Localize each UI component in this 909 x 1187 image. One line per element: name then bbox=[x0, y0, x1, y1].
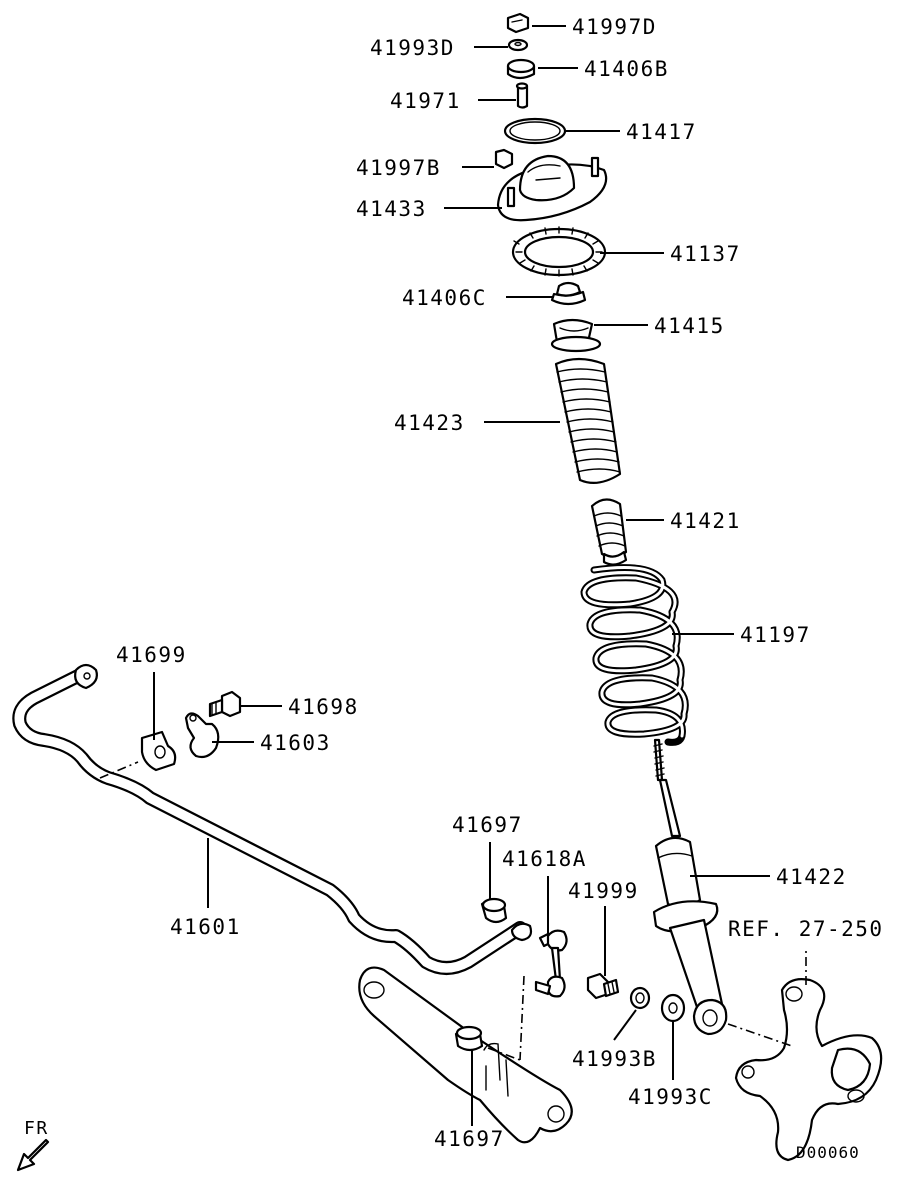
part-label-41423: 41423 bbox=[394, 411, 465, 435]
reference-label: REF. 27-250 bbox=[728, 917, 884, 941]
part-label-41406C: 41406C bbox=[402, 286, 487, 310]
part-label-41698: 41698 bbox=[288, 695, 359, 719]
diagram-code: D00060 bbox=[796, 1143, 860, 1162]
ref-leader bbox=[727, 1023, 793, 1047]
top-bushing-drawing bbox=[506, 58, 536, 80]
stab-leader bbox=[99, 761, 139, 779]
part-label-41406B: 41406B bbox=[584, 57, 669, 81]
part-label-41699: 41699 bbox=[116, 643, 187, 667]
lower-arm-drawing bbox=[358, 966, 573, 1144]
part-label-41993C: 41993C bbox=[628, 1085, 713, 1109]
stab-bar-drawing bbox=[12, 663, 533, 975]
bolt-bracket-drawing bbox=[208, 690, 242, 718]
part-label-41618A: 41618A bbox=[502, 847, 587, 871]
dust-cover-cap-drawing bbox=[550, 318, 602, 353]
link-bushing-upper-drawing bbox=[480, 897, 508, 924]
part-label-41433: 41433 bbox=[356, 197, 427, 221]
part-label-41999: 41999 bbox=[568, 879, 639, 903]
top-washer-drawing bbox=[507, 38, 529, 52]
washer-c-drawing bbox=[660, 993, 686, 1023]
front-arrow-icon bbox=[16, 1138, 50, 1172]
shock-absorber-drawing bbox=[652, 738, 728, 1036]
top-nut-drawing bbox=[506, 12, 530, 34]
stab-bushing-drawing bbox=[140, 730, 177, 772]
part-label-41417: 41417 bbox=[626, 120, 697, 144]
part-label-41697-upper: 41697 bbox=[452, 813, 523, 837]
lower-bushing-drawing bbox=[550, 281, 587, 306]
part-label-41197: 41197 bbox=[740, 623, 811, 647]
link-leader bbox=[519, 975, 525, 1061]
front-indicator-label: FR bbox=[24, 1118, 49, 1139]
part-label-41997D: 41997D bbox=[572, 15, 657, 39]
part-label-41971: 41971 bbox=[390, 89, 461, 113]
strut-mount-drawing bbox=[494, 148, 608, 222]
front-indicator: FR bbox=[16, 1118, 50, 1172]
leader-lines bbox=[153, 25, 770, 1126]
washer-b-drawing bbox=[629, 986, 651, 1010]
part-label-41601: 41601 bbox=[170, 915, 241, 939]
stab-link-drawing bbox=[534, 929, 568, 998]
collar-drawing bbox=[515, 82, 529, 109]
link-leader-h bbox=[487, 1047, 521, 1061]
coil-spring-drawing bbox=[580, 564, 689, 746]
knuckle-drawing bbox=[734, 978, 883, 1162]
part-label-41422: 41422 bbox=[776, 865, 847, 889]
part-label-41993B: 41993B bbox=[572, 1047, 657, 1071]
part-label-41697-lower: 41697 bbox=[434, 1127, 505, 1151]
lower-bolt-drawing bbox=[586, 972, 620, 1000]
link-bushing-lower-drawing bbox=[454, 1025, 484, 1052]
spring-seat-drawing bbox=[511, 226, 607, 277]
part-label-41993D: 41993D bbox=[370, 36, 455, 60]
bracket-drawing bbox=[184, 712, 220, 759]
part-label-41415: 41415 bbox=[654, 314, 725, 338]
part-label-41421: 41421 bbox=[670, 509, 741, 533]
bump-stopper-drawing bbox=[590, 498, 628, 566]
part-label-41997B: 41997B bbox=[356, 156, 441, 180]
dust-boot-drawing bbox=[554, 357, 622, 485]
part-label-41603: 41603 bbox=[260, 731, 331, 755]
ring-drawing bbox=[503, 117, 567, 145]
part-label-41137: 41137 bbox=[670, 242, 741, 266]
